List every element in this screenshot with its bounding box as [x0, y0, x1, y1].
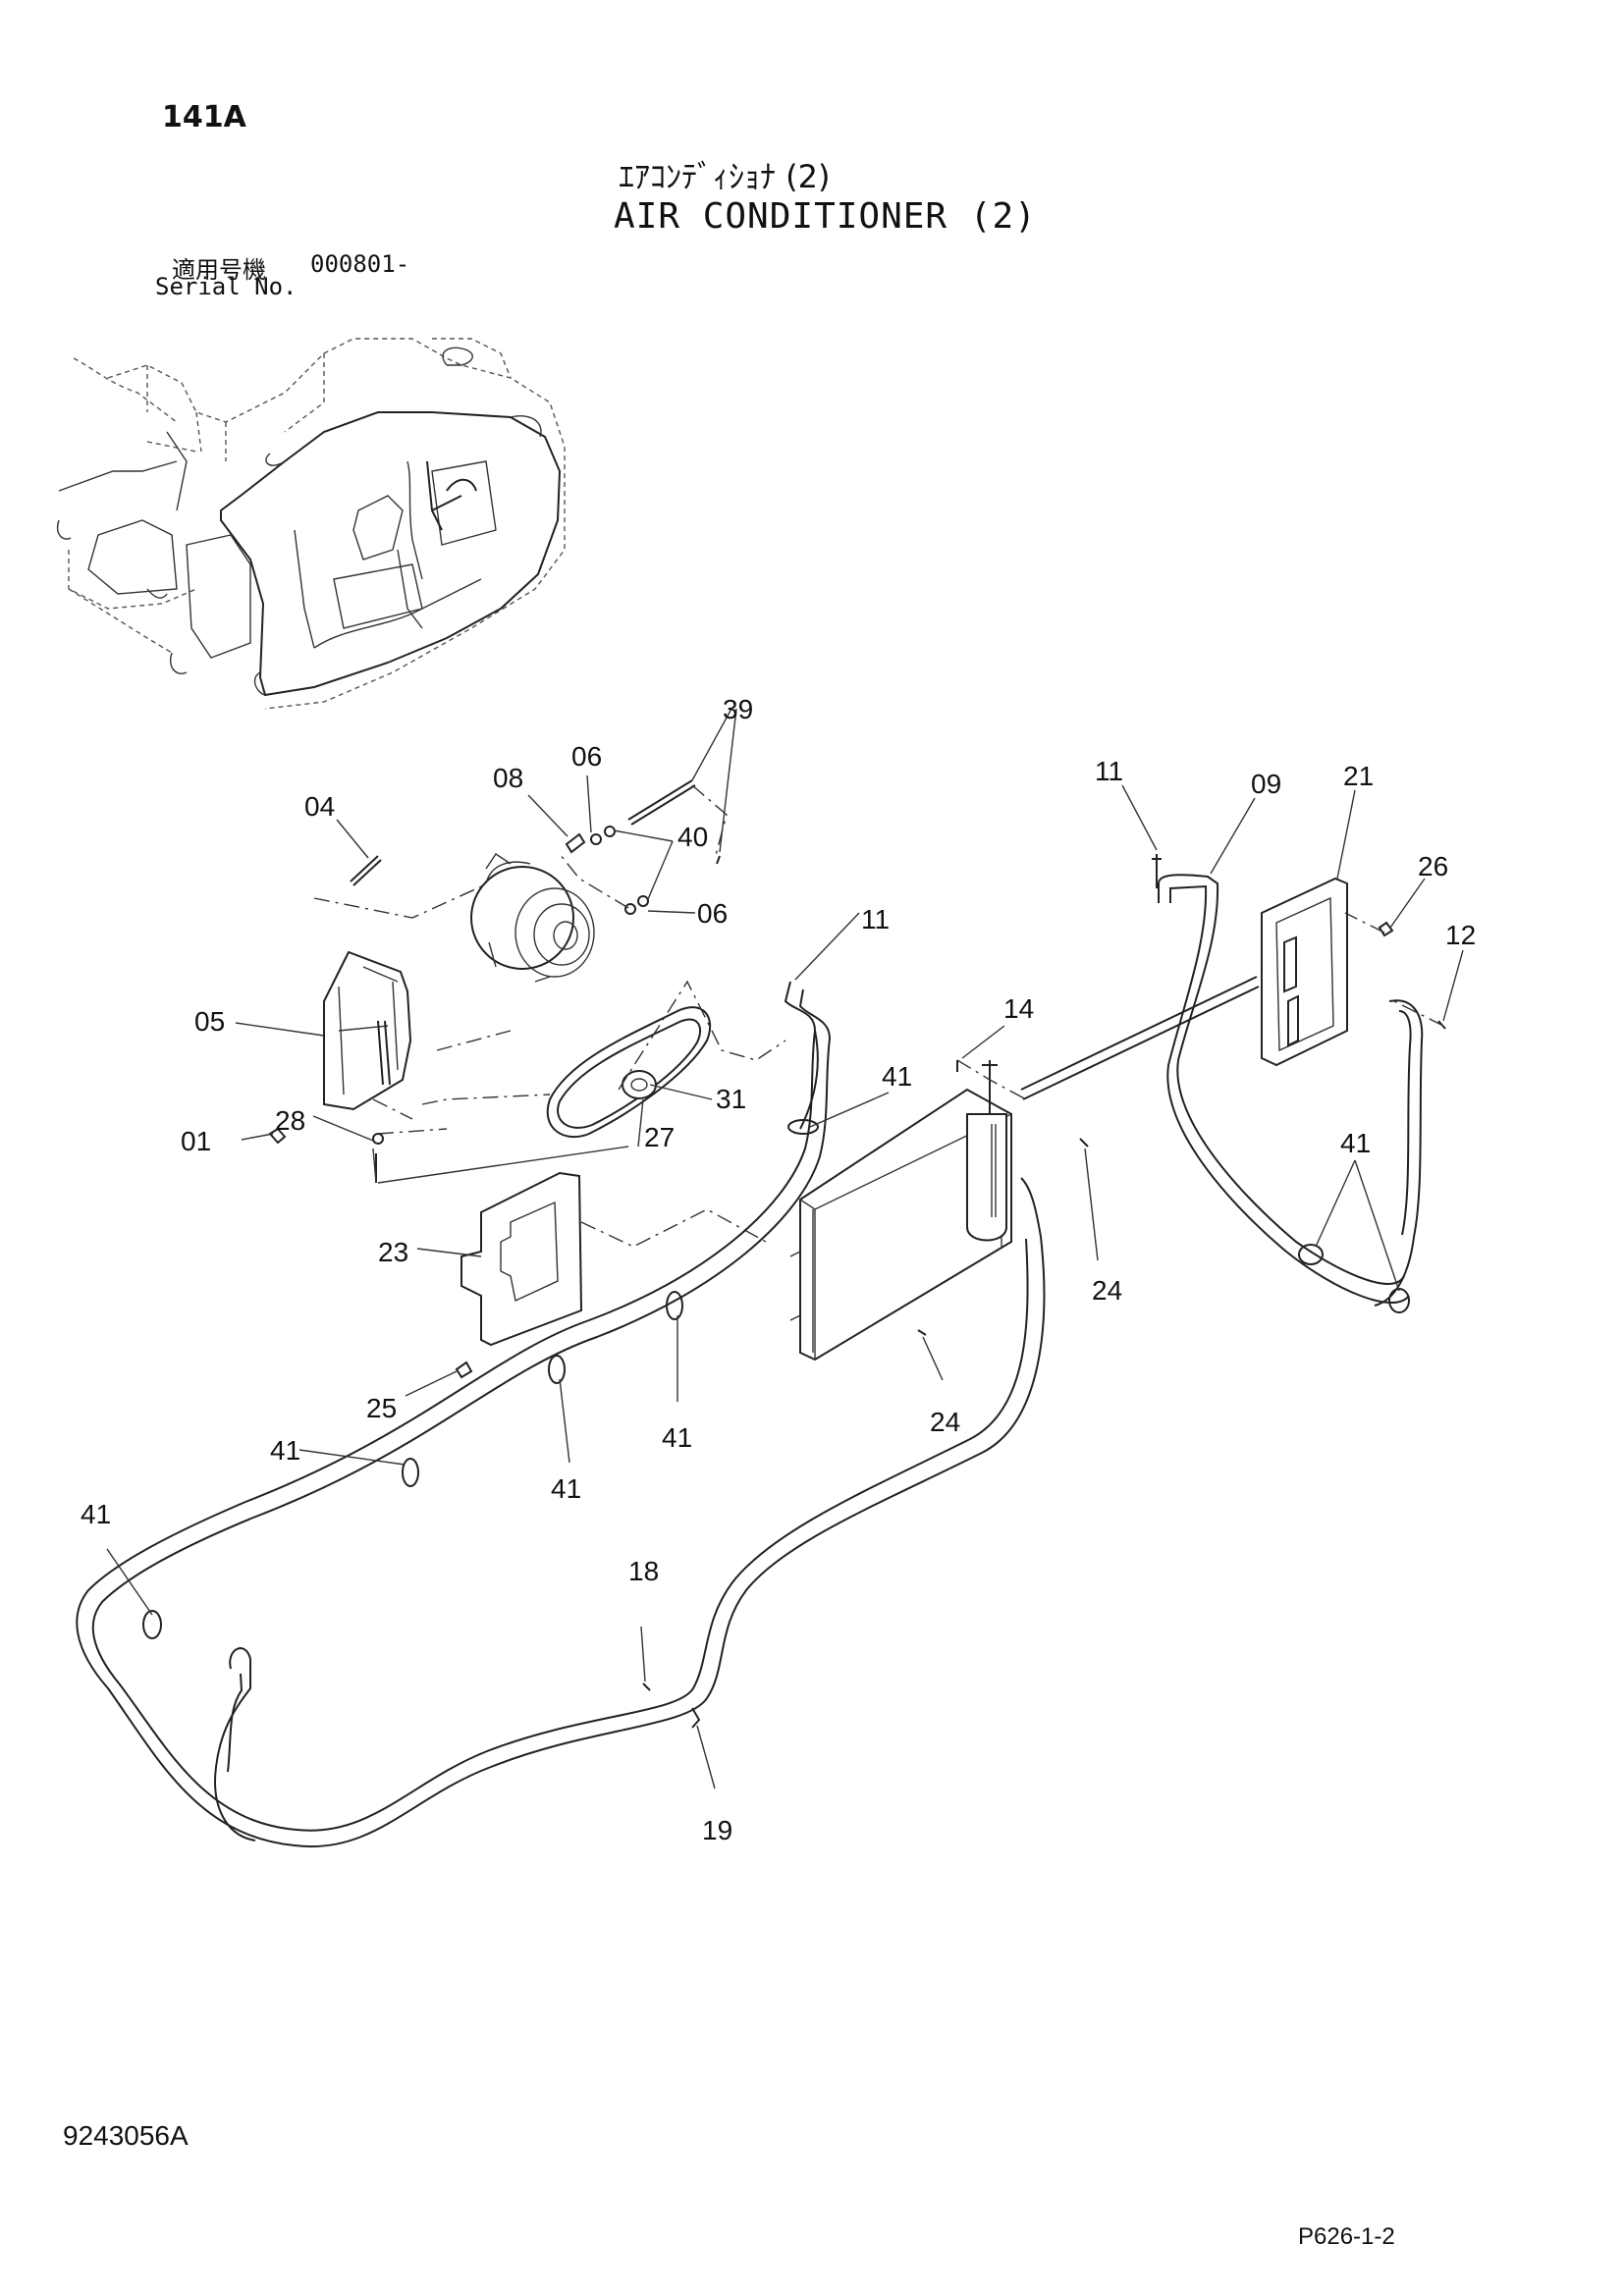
callout-27: 27	[644, 1122, 675, 1152]
callout-26: 26	[1418, 851, 1448, 881]
cover-plate	[455, 1171, 767, 1379]
title-english: AIR CONDITIONER (2)	[614, 196, 1037, 237]
compressor-assembly	[268, 779, 786, 1184]
callout-24-right: 24	[1092, 1275, 1122, 1306]
callout-14: 14	[1003, 993, 1034, 1024]
callout-08: 08	[493, 763, 523, 793]
callout-40: 40	[677, 822, 708, 852]
drawing-number: 9243056A	[63, 2120, 189, 2151]
callout-25: 25	[366, 1393, 397, 1423]
callout-labels: 04 08 06 39 40 06 05 01 28 31 27 11 41 1…	[81, 694, 1476, 1845]
callout-41-right: 41	[1340, 1128, 1371, 1158]
callout-09: 09	[1251, 769, 1281, 799]
callout-11-right: 11	[1095, 756, 1123, 786]
callout-01: 01	[181, 1126, 211, 1156]
callout-04: 04	[304, 791, 335, 822]
callout-05: 05	[194, 1006, 225, 1037]
callout-23: 23	[378, 1237, 408, 1267]
callout-06-upper: 06	[571, 741, 602, 772]
callout-11-center: 11	[861, 904, 890, 934]
callout-24-lower: 24	[930, 1407, 960, 1437]
serial-value: 000801-	[310, 250, 410, 278]
evaporator-panel	[1152, 854, 1446, 1067]
sheet-reference: P626-1-2	[1298, 2223, 1395, 2250]
callout-06-lower: 06	[697, 898, 728, 929]
callout-21: 21	[1343, 761, 1374, 791]
page-number: 141A	[162, 100, 246, 134]
callout-12: 12	[1445, 920, 1476, 950]
callout-31: 31	[716, 1084, 746, 1114]
callout-28: 28	[275, 1105, 305, 1136]
leader-lines	[106, 708, 1464, 1789]
callout-41-mid: 41	[551, 1473, 581, 1504]
callout-41-condenser: 41	[882, 1061, 912, 1092]
refrigerant-hoses	[76, 874, 1424, 1848]
serial-label-japanese: 適用号機	[172, 256, 266, 284]
title-japanese: ｴｱｺﾝﾃﾞｨｼｮﾅ (2)	[619, 158, 831, 195]
callout-41-left: 41	[270, 1435, 300, 1466]
serial-label-english: Serial No.	[155, 273, 298, 300]
machine-overview	[57, 338, 566, 710]
callout-19: 19	[702, 1815, 732, 1845]
condenser	[787, 1059, 1089, 1362]
callout-39: 39	[723, 694, 753, 724]
callout-41-mid-right: 41	[662, 1422, 692, 1453]
callout-41-far-left: 41	[81, 1499, 111, 1529]
callout-18: 18	[628, 1556, 659, 1586]
